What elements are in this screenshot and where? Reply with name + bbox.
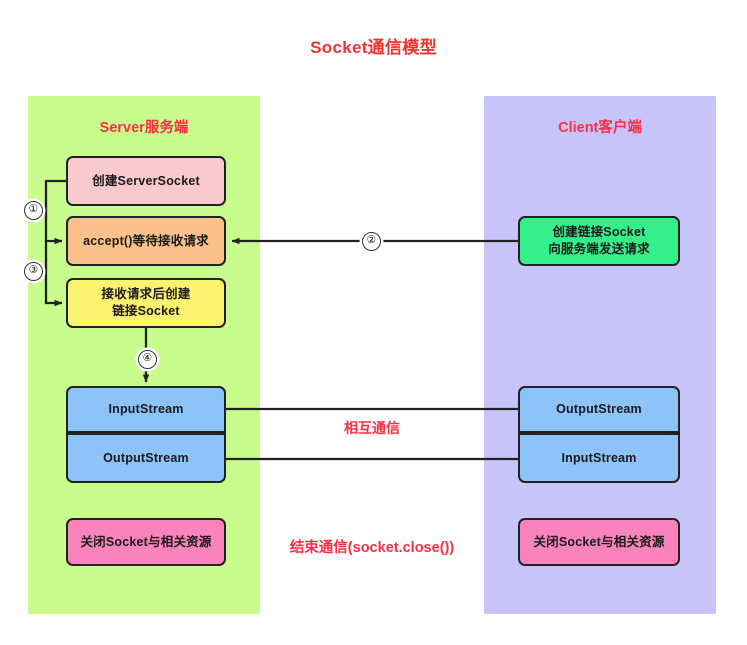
page-title: Socket通信模型 [310,38,437,57]
box-accept[interactable]: accept()等待接收请求 [66,216,226,266]
box-server-outputstream-label: OutputStream [103,450,189,465]
box-server-inputstream-label: InputStream [108,402,184,417]
box-client-outputstream[interactable]: OutputStream [518,386,680,433]
box-create-serversocket[interactable]: 创建ServerSocket [66,156,226,206]
box-client-inputstream[interactable]: InputStream [518,433,680,483]
box-server-inputstream[interactable]: InputStream [66,386,226,433]
box-create-serversocket-label: 创建ServerSocket [92,173,200,188]
server-panel-title: Server服务端 [99,120,189,136]
box-client-close[interactable]: 关闭Socket与相关资源 [518,518,680,566]
box-server-create-socket-line1: 接收请求后创建 [101,287,191,302]
box-server-close[interactable]: 关闭Socket与相关资源 [66,518,226,566]
box-client-create-socket-line2: 向服务端发送请求 [548,242,650,256]
box-client-inputstream-label: InputStream [561,450,637,465]
label-close-communication: 结束通信(socket.close()) [289,540,455,556]
box-accept-label: accept()等待接收请求 [83,233,209,248]
box-client-close-label: 关闭Socket与相关资源 [533,534,665,549]
box-server-close-label: 关闭Socket与相关资源 [80,534,212,549]
box-client-create-socket[interactable]: 创建链接Socket 向服务端发送请求 [518,216,680,266]
box-client-outputstream-label: OutputStream [556,402,642,417]
step-marker-3: ③ [24,262,43,281]
step-marker-2: ② [362,232,381,251]
box-server-create-socket[interactable]: 接收请求后创建 链接Socket [66,278,226,328]
label-mutual-communication: 相互通信 [344,420,400,436]
client-panel-title: Client客户端 [558,120,642,136]
box-client-create-socket-line1: 创建链接Socket [552,225,646,240]
step-marker-1: ① [24,201,43,220]
box-server-create-socket-line2: 链接Socket [112,304,180,318]
step-marker-4: ④ [138,350,157,369]
box-server-outputstream[interactable]: OutputStream [66,433,226,483]
